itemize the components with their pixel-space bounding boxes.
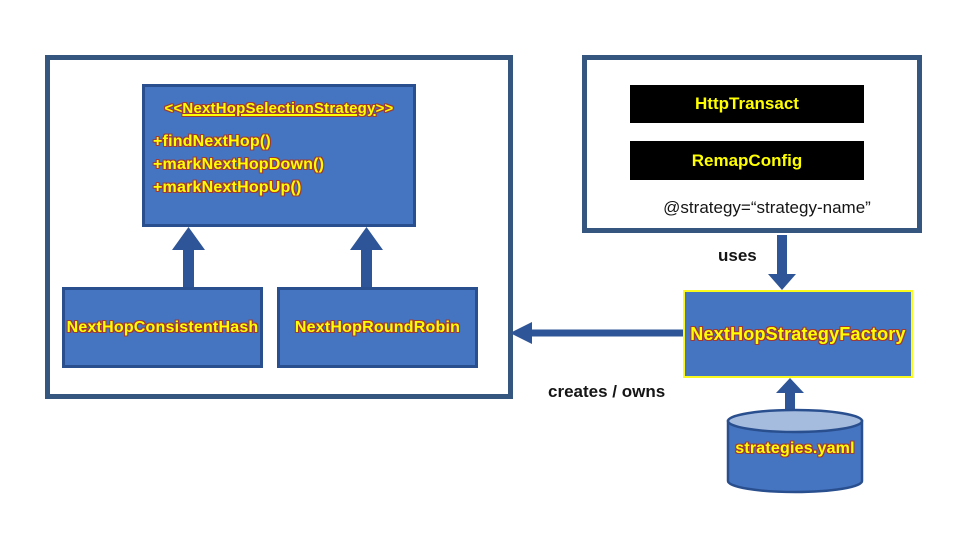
http-transact-label: HttpTransact [695,94,799,113]
stereotype-title: <<NextHopSelectionStrategy>> [145,100,413,117]
round-robin-box: NextHopRoundRobin [277,287,478,368]
stereotype-open: << [164,100,183,117]
factory-box: NextHopStrategyFactory [683,290,913,378]
round-robin-label: NextHopRoundRobin [294,318,461,336]
interface-name: NextHopSelectionStrategy [182,100,376,117]
reads-arrow-icon [776,378,804,414]
datastore-cylinder-icon [726,408,864,494]
generalization-arrow-right-icon [350,227,383,287]
creates-owns-label: creates / owns [548,382,666,401]
datastore-label: strategies.yaml [735,440,855,457]
method-list: +findNextHop() +markNextHopDown() +markN… [145,130,413,199]
creates-owns-arrow-icon [510,322,683,344]
method-item: +findNextHop() [153,133,271,150]
remap-config-label: RemapConfig [691,150,803,170]
http-transact-box: HttpTransact [630,85,864,123]
consistent-hash-label: NextHopConsistentHash [66,318,259,336]
consistent-hash-box: NextHopConsistentHash [62,287,263,368]
uses-label: uses [718,246,757,265]
remap-config-box: RemapConfig [630,141,864,180]
stereotype-close: >> [375,100,394,117]
method-item: +markNextHopUp() [153,179,302,196]
uses-arrow-icon [768,235,796,290]
strategy-interface-box: <<NextHopSelectionStrategy>> +findNextHo… [142,84,416,227]
method-item: +markNextHopDown() [153,156,325,173]
implementations-panel: <<NextHopSelectionStrategy>> +findNextHo… [45,55,513,399]
strategy-attribute-text: @strategy=“strategy-name” [663,198,871,217]
generalization-arrow-left-icon [172,227,205,287]
consumers-panel: HttpTransact RemapConfig @strategy=“stra… [582,55,922,233]
factory-label: NextHopStrategyFactory [690,323,906,344]
